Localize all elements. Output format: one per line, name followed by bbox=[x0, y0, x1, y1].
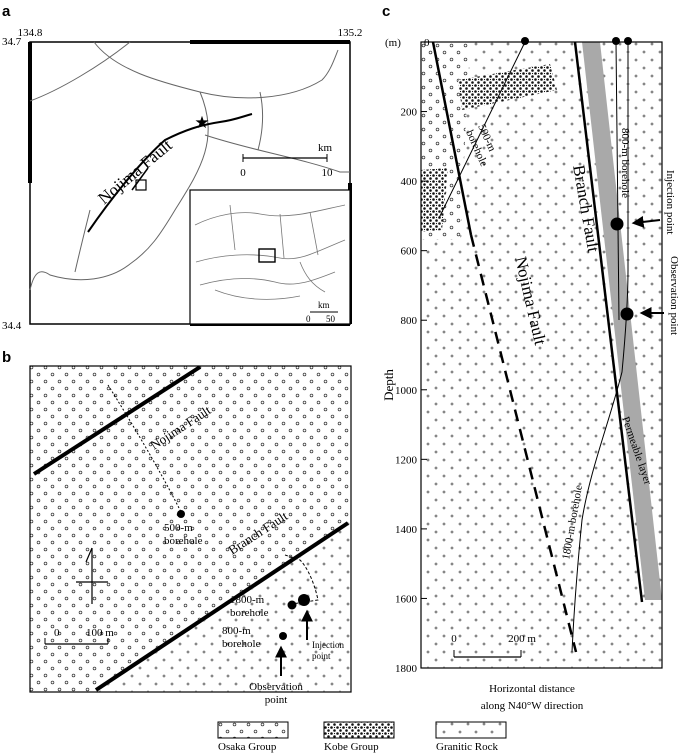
observation-label-b-1: Observation bbox=[249, 681, 303, 693]
scale-start-a: 0 bbox=[240, 167, 246, 179]
depth-axis-title: Depth bbox=[381, 369, 396, 401]
legend-osaka-swatch bbox=[217, 721, 289, 739]
injection-arrow-c bbox=[631, 215, 661, 228]
nojima-fault-dashed-c bbox=[469, 234, 578, 653]
depth-unit-label: (m) bbox=[385, 37, 401, 49]
inset-location-box bbox=[258, 248, 276, 263]
kobe-layer-upper bbox=[458, 64, 557, 110]
depth-tick-label: 200 bbox=[401, 107, 418, 119]
observation-label-b-2: point bbox=[265, 694, 288, 706]
borehole-500-path-c bbox=[438, 41, 526, 219]
depth-axis: 200 400 600 800 1000 1200 1400 1600 1800 0 bbox=[395, 37, 430, 675]
depth-tick-label: 1200 bbox=[395, 454, 418, 466]
horizontal-axis-label-1: Horizontal distance bbox=[489, 683, 575, 695]
scale-unit-a: km bbox=[318, 142, 333, 154]
lat-top-label: 34.7 bbox=[2, 36, 22, 48]
panel-a-letter: a bbox=[2, 3, 11, 20]
depth-tick-label: 800 bbox=[401, 315, 418, 327]
borehole-500-label-b-2: borehole bbox=[164, 535, 203, 547]
branch-fault-line-c bbox=[573, 41, 644, 603]
section-c-frame bbox=[420, 41, 663, 669]
panel-c: c (m) 500-m borehole 800-m borehole Bran… bbox=[381, 3, 680, 712]
borehole-800-path-c bbox=[615, 41, 620, 321]
injection-borehole-marker-b bbox=[298, 594, 310, 606]
depth-tick-label: 1400 bbox=[395, 524, 418, 536]
horizontal-axis-label-2: along N40°W direction bbox=[481, 700, 584, 712]
legend-granitic-swatch bbox=[435, 721, 507, 739]
borehole-1800-path-b bbox=[284, 554, 319, 605]
injection-label-c: Injection point bbox=[664, 170, 676, 234]
lon-left-label: 134.8 bbox=[18, 27, 43, 39]
coastlines bbox=[29, 41, 350, 291]
scale-bar-c: 0 200 m bbox=[451, 633, 536, 658]
scale-bar-b: 0 100 m bbox=[44, 627, 114, 645]
study-area-box bbox=[135, 179, 147, 191]
inset-scale-end: 50 bbox=[326, 314, 336, 324]
lon-right-label: 135.2 bbox=[338, 27, 363, 39]
map-b-frame bbox=[29, 365, 352, 693]
inset-scale-start: 0 bbox=[306, 314, 311, 324]
panel-a: a 134.8 135.2 34.7 34.4 Nojima Fault ★ bbox=[2, 3, 362, 332]
legend: Osaka Group Kobe Group Granitic Rock bbox=[217, 721, 507, 753]
depth-tick-label: 600 bbox=[401, 246, 418, 258]
epicenter-star-icon: ★ bbox=[194, 113, 209, 132]
kobe-layer-lower bbox=[421, 168, 448, 232]
borehole-800-label-c: 800-m borehole bbox=[619, 128, 631, 198]
permeable-layer bbox=[582, 42, 662, 600]
nojima-fault-trace bbox=[87, 113, 253, 233]
borehole-800-marker-b bbox=[279, 632, 287, 640]
depth-tick-label: 1800 bbox=[395, 663, 418, 675]
legend-kobe-label: Kobe Group bbox=[324, 741, 379, 753]
injection-point-marker bbox=[610, 217, 624, 231]
north-arrow-icon bbox=[76, 547, 108, 604]
legend-kobe-swatch bbox=[323, 721, 395, 739]
scale-start-c: 0 bbox=[451, 633, 457, 645]
panel-c-letter: c bbox=[382, 3, 390, 20]
scale-end-b: 100 m bbox=[86, 627, 114, 639]
depth-tick-label: 400 bbox=[401, 176, 418, 188]
borehole-500-top-marker bbox=[521, 37, 529, 45]
inset-map: km 0 50 bbox=[189, 189, 351, 325]
borehole-500-marker-b bbox=[177, 510, 185, 518]
lat-bottom-label: 34.4 bbox=[2, 320, 22, 332]
borehole-1800-label-b-2: borehole bbox=[230, 607, 269, 619]
panel-b-letter: b bbox=[2, 349, 11, 366]
injection-label-b-1: Injection bbox=[312, 640, 344, 650]
nojima-fault-branch bbox=[131, 167, 149, 191]
depth-tick-label-zero: 0 bbox=[424, 37, 430, 49]
borehole-500-label-b-1: 500-m bbox=[164, 522, 193, 534]
branch-fault-line-b bbox=[94, 521, 350, 692]
borehole-1800-top-marker bbox=[624, 37, 632, 45]
inset-scale-unit: km bbox=[318, 300, 330, 310]
scale-end-a: 10 bbox=[322, 167, 334, 179]
borehole-800-label-b-1: 800-m bbox=[222, 625, 251, 637]
legend-granitic-label: Granitic Rock bbox=[436, 741, 499, 753]
observation-label-c: Observation point bbox=[668, 256, 680, 335]
observation-point-marker bbox=[620, 307, 634, 321]
legend-osaka-label: Osaka Group bbox=[218, 741, 277, 753]
borehole-1800-marker-b bbox=[287, 600, 297, 610]
borehole-1800-label-b-1: 1800-m bbox=[230, 594, 265, 606]
scale-bar-a: km 0 10 bbox=[240, 142, 333, 179]
injection-label-b-2: point bbox=[312, 651, 331, 661]
scale-start-b: 0 bbox=[54, 627, 60, 639]
depth-tick-label: 1600 bbox=[395, 593, 418, 605]
depth-tick-label: 1000 bbox=[395, 385, 418, 397]
nojima-fault-line-b bbox=[32, 365, 202, 476]
fault-500-segment bbox=[431, 41, 473, 236]
borehole-800-label-b-2: borehole bbox=[222, 638, 261, 650]
panel-b: b Nojima Fault Branch Fault 500-m boreho… bbox=[2, 349, 352, 706]
borehole-500-path-b bbox=[107, 384, 182, 513]
borehole-800-top-marker bbox=[612, 37, 620, 45]
scale-end-c: 200 m bbox=[508, 633, 536, 645]
